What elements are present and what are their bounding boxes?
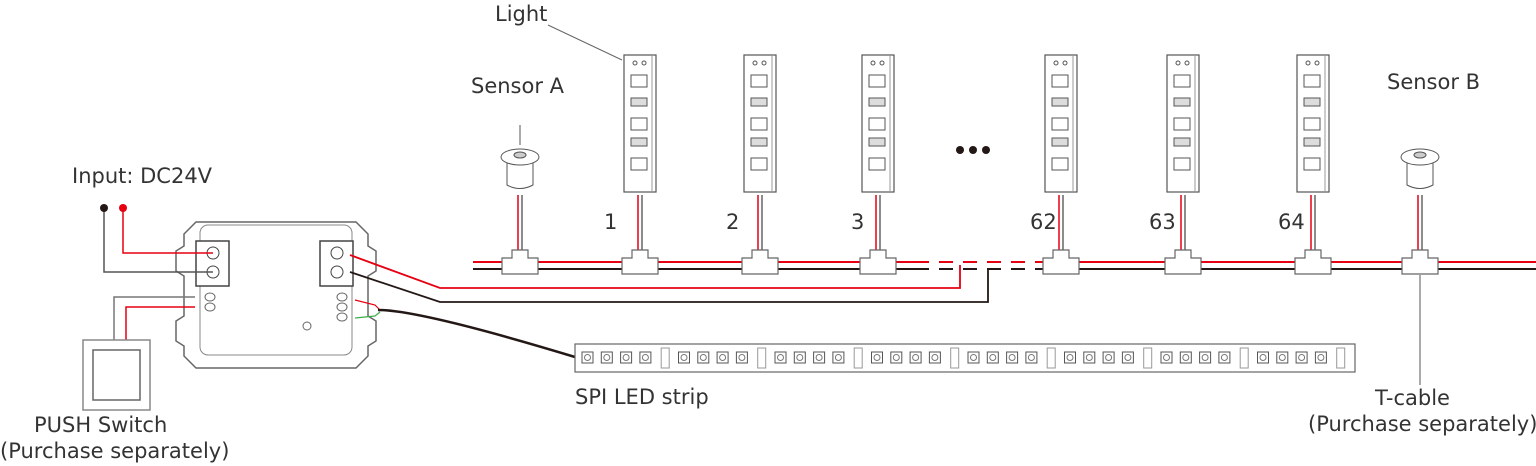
indicator-hole xyxy=(336,312,348,322)
input-red-wire xyxy=(122,208,213,254)
sensor-b-label: Sensor B xyxy=(1387,70,1480,94)
output-red-wire xyxy=(349,254,961,289)
light-number: 3 xyxy=(851,210,864,234)
strip-cut-pad xyxy=(1239,347,1249,369)
terminal-screw-icon xyxy=(330,265,344,279)
led-chip xyxy=(1199,351,1212,364)
led-chip xyxy=(697,351,710,364)
strip-cut-pad xyxy=(757,347,767,369)
light-fixture xyxy=(1166,54,1200,193)
led-chip xyxy=(871,351,883,364)
light-fixture xyxy=(1044,54,1078,193)
led-chip xyxy=(1276,351,1289,364)
t-connector xyxy=(1042,195,1080,275)
light-number: 1 xyxy=(604,210,617,234)
led-chip xyxy=(813,351,826,364)
t-connector xyxy=(621,195,659,275)
strip-cut-pad xyxy=(950,347,960,369)
input-positive-terminal xyxy=(119,204,127,212)
led-chip xyxy=(1025,351,1038,364)
indicator-hole xyxy=(204,302,216,312)
t-connector xyxy=(1164,195,1202,275)
led-chip xyxy=(1218,351,1231,364)
light-number: 2 xyxy=(726,210,739,234)
push-switch-button xyxy=(92,349,141,401)
spi-led-strip xyxy=(574,343,1356,373)
t-cable-label: T-cable xyxy=(1374,386,1450,410)
indicator-hole xyxy=(204,292,216,302)
led-chip xyxy=(1160,351,1173,364)
led-chip xyxy=(793,351,806,364)
t-cable-note: (Purchase separately) xyxy=(1308,412,1536,436)
terminal-screw-icon xyxy=(330,246,344,260)
sensor-b xyxy=(1400,148,1440,189)
light-fixture xyxy=(623,54,657,193)
strip-cut-pad xyxy=(1336,347,1346,369)
sensor-a-label: Sensor A xyxy=(471,74,565,98)
led-chip xyxy=(600,351,613,364)
output-black-wire xyxy=(349,270,989,303)
led-chip xyxy=(1083,351,1096,364)
light-number: 63 xyxy=(1149,210,1176,234)
light-leader-line xyxy=(547,24,623,61)
t-connector xyxy=(1294,195,1332,275)
led-chip xyxy=(1295,351,1308,364)
switch-red-wire xyxy=(125,306,195,340)
led-chip xyxy=(890,351,903,364)
light-fixture xyxy=(861,54,895,193)
led-chip xyxy=(620,351,633,364)
led-chip xyxy=(1064,351,1076,364)
input-label: Input: DC24V xyxy=(72,164,213,188)
switch-gray-wire xyxy=(113,296,195,340)
led-chip xyxy=(1102,351,1115,364)
led-chip xyxy=(1314,351,1327,364)
input-negative-terminal xyxy=(100,204,108,212)
light-fixture xyxy=(1296,54,1330,193)
led-chip xyxy=(928,351,941,364)
led-chip xyxy=(986,351,999,364)
sensor-a xyxy=(500,125,540,189)
ellipsis-icon xyxy=(956,146,990,154)
push-switch-note: (Purchase separately) xyxy=(0,439,229,463)
data-green-wire xyxy=(354,311,381,319)
led-chip xyxy=(678,351,690,364)
led-chip xyxy=(716,351,729,364)
strip-label: SPI LED strip xyxy=(575,385,709,409)
led-chip xyxy=(1121,351,1134,364)
strip-cut-pad xyxy=(660,347,670,369)
strip-cut-pad xyxy=(853,347,863,369)
input-black-wire xyxy=(103,208,213,273)
data-cable xyxy=(377,308,576,359)
push-switch-label: PUSH Switch xyxy=(34,413,167,437)
indicator-hole xyxy=(336,292,348,302)
controller xyxy=(82,204,989,411)
t-connector xyxy=(501,195,539,275)
t-connector xyxy=(859,195,897,275)
led-chip xyxy=(1257,351,1269,364)
led-chip xyxy=(639,351,652,364)
terminal-block xyxy=(195,240,230,287)
data-red-wire xyxy=(354,299,381,311)
strip-cut-pad xyxy=(1143,347,1153,369)
light-number: 62 xyxy=(1030,210,1057,234)
light-number: 64 xyxy=(1278,210,1305,234)
light-fixture xyxy=(743,54,777,193)
strip-body xyxy=(574,343,1356,373)
button-hole xyxy=(302,321,312,331)
strip-cut-pad xyxy=(1046,347,1056,369)
led-chip xyxy=(581,351,594,364)
bus-cable xyxy=(473,261,1536,270)
indicator-hole xyxy=(336,302,348,312)
t-connector xyxy=(1401,195,1439,275)
led-chip xyxy=(909,351,922,364)
led-chip xyxy=(832,351,845,364)
led-chip xyxy=(1006,351,1019,364)
led-chip xyxy=(967,351,980,364)
t-connector xyxy=(741,195,779,275)
led-chip xyxy=(1179,351,1192,364)
led-chip xyxy=(735,351,748,364)
light-label: Light xyxy=(495,2,547,26)
led-chip xyxy=(774,351,787,364)
